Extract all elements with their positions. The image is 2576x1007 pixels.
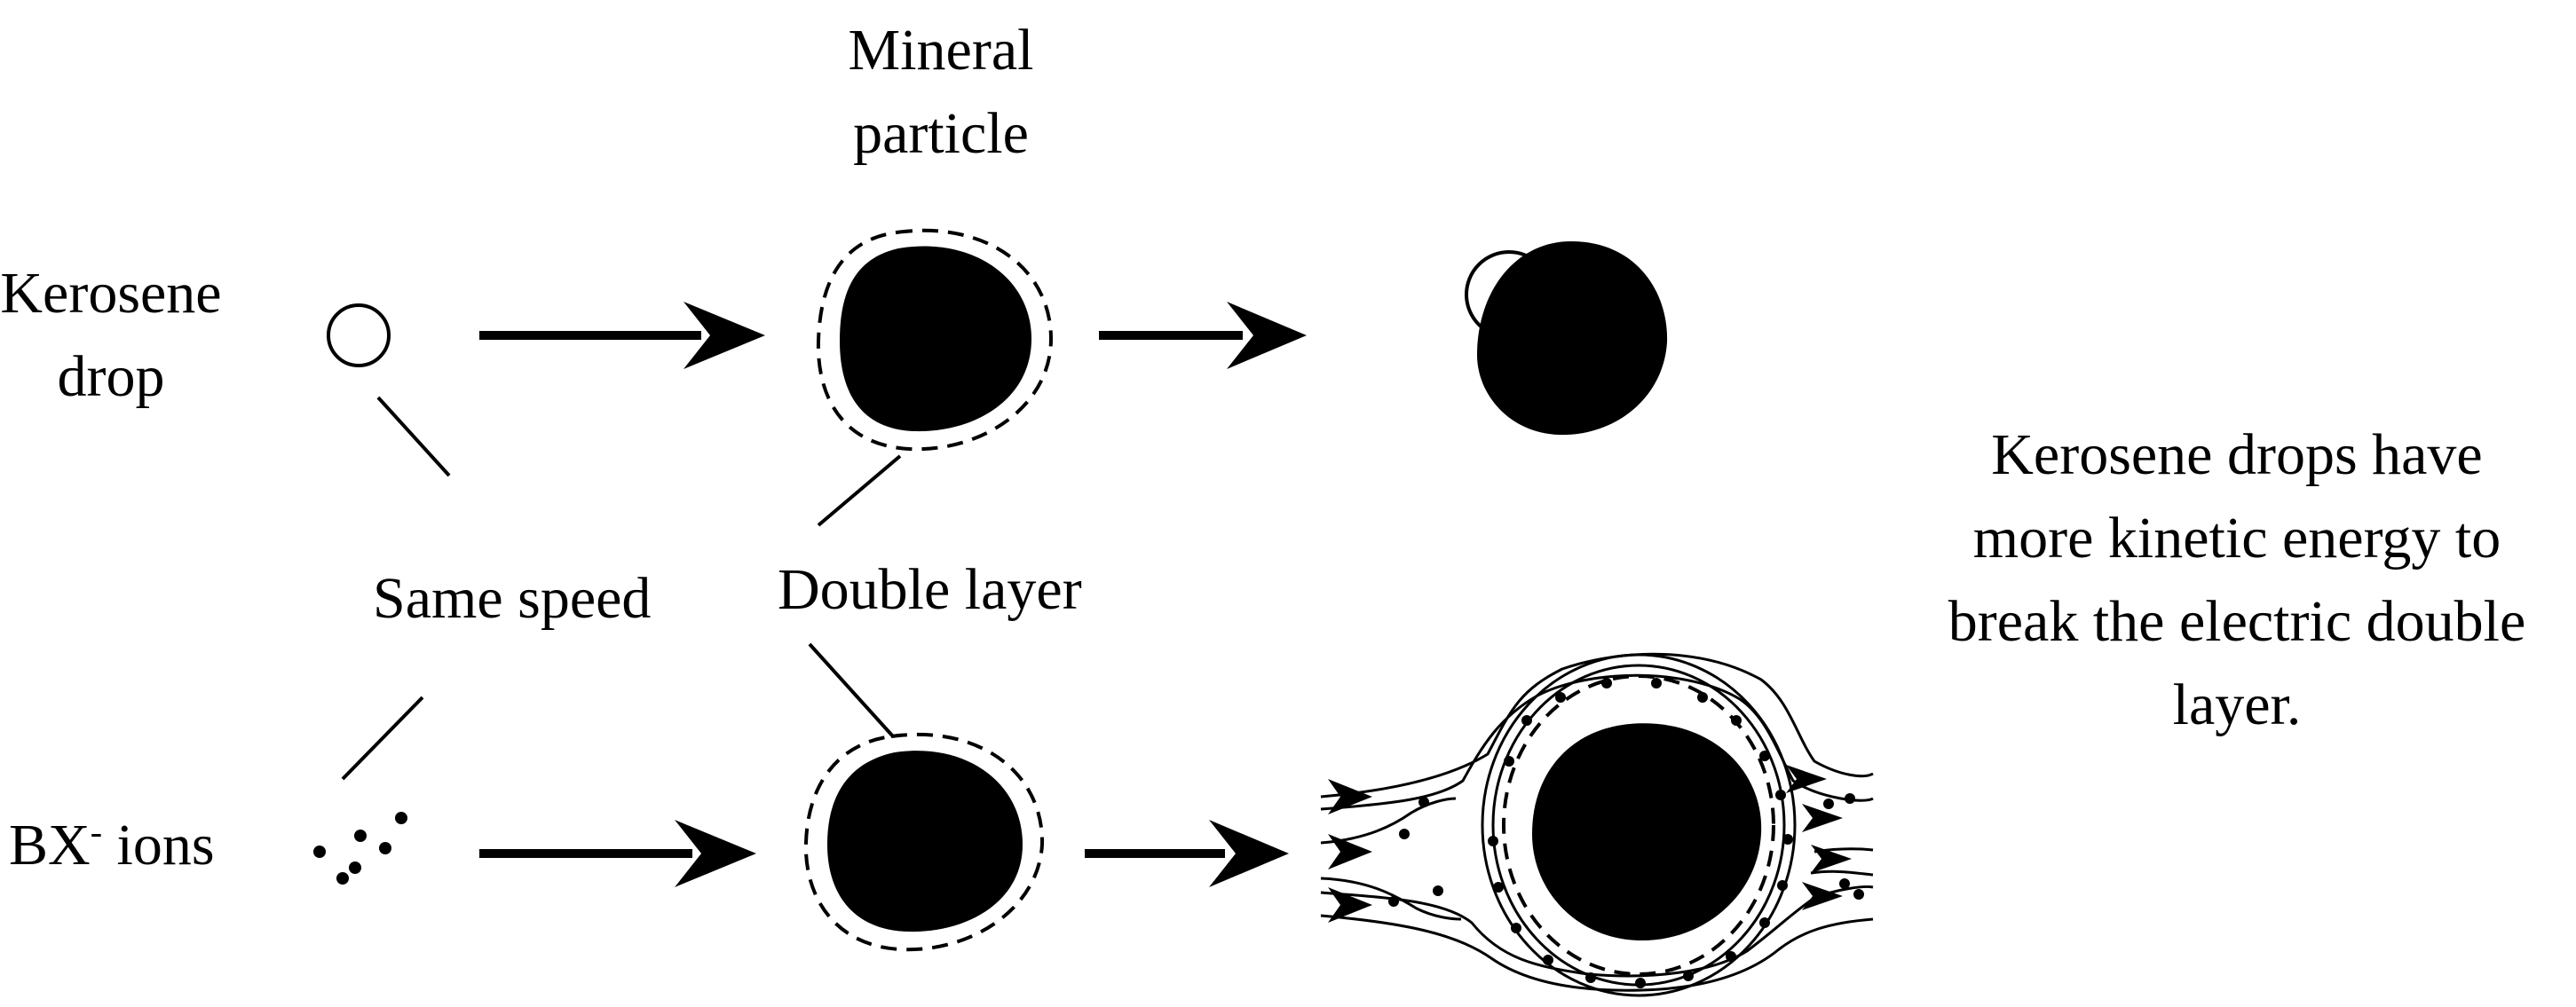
bx-ions-dots (313, 812, 407, 885)
mineral-particle-label-line1: Mineral (848, 18, 1034, 83)
leader-line-bx (341, 696, 424, 781)
arrow-bottom-1 (479, 820, 756, 887)
arrow-bottom-2 (1085, 820, 1289, 887)
double-layer-dashed-top (816, 228, 1054, 452)
ion-shell-dashed (1502, 674, 1775, 976)
bx-ions-label-charge: - (90, 812, 103, 852)
flow-line-lower-outer (1320, 914, 1874, 992)
conclusion-line4: layer. (2172, 673, 2302, 737)
mineral-particle-with-double-layer-top (816, 228, 1054, 452)
ion-dots-flow (1388, 678, 1864, 988)
leader-line-double-layer-top (817, 454, 902, 527)
bx-ions-label-suffix: ions (102, 813, 215, 877)
conclusion-line1: Kerosene drops have (1991, 422, 2483, 487)
kerosene-drop-label: Kerosene drop (0, 252, 222, 419)
mineral-particle-top (840, 246, 1031, 432)
bx-ions-label: BX- ions (9, 804, 215, 887)
mineral-particle-flow (1532, 723, 1762, 941)
double-layer-dashed-bottom (803, 732, 1045, 952)
mineral-particle-attached (1477, 241, 1668, 436)
conclusion-text: Kerosene drops have more kinetic energy … (1900, 413, 2574, 747)
flow-line-middle-1 (1320, 797, 1457, 845)
conclusion-line2: more kinetic energy to (1972, 506, 2501, 570)
attached-drop-particle (1465, 241, 1668, 436)
mineral-particle-bottom (827, 751, 1023, 932)
double-layer-label: Double layer (778, 557, 1082, 622)
bx-ions-label-prefix: BX (9, 813, 91, 877)
leader-line-kerosene (376, 396, 451, 477)
same-speed-label: Same speed (373, 566, 652, 631)
arrow-top-1 (479, 302, 765, 369)
flow-line-middle-2 (1320, 877, 1462, 921)
mineral-particle-label: Mineral particle (781, 9, 1101, 176)
ion-shell-outer (1481, 653, 1797, 997)
kerosene-drop (327, 303, 391, 367)
mineral-particle-with-double-layer-bottom (803, 732, 1045, 952)
flow-line-middle-4 (1810, 869, 1874, 877)
conclusion-line3: break the electric double (1948, 589, 2526, 654)
flow-line-upper-inner (1320, 673, 1874, 811)
kerosene-drop-label-line1: Kerosene (0, 261, 222, 326)
kerosene-drop-label-line2: drop (57, 344, 165, 409)
mineral-particle-label-line2: particle (853, 101, 1029, 166)
arrow-top-2 (1099, 302, 1307, 369)
ion-flow-around-particle (1320, 652, 1874, 997)
leader-line-double-layer-bottom (808, 642, 895, 738)
